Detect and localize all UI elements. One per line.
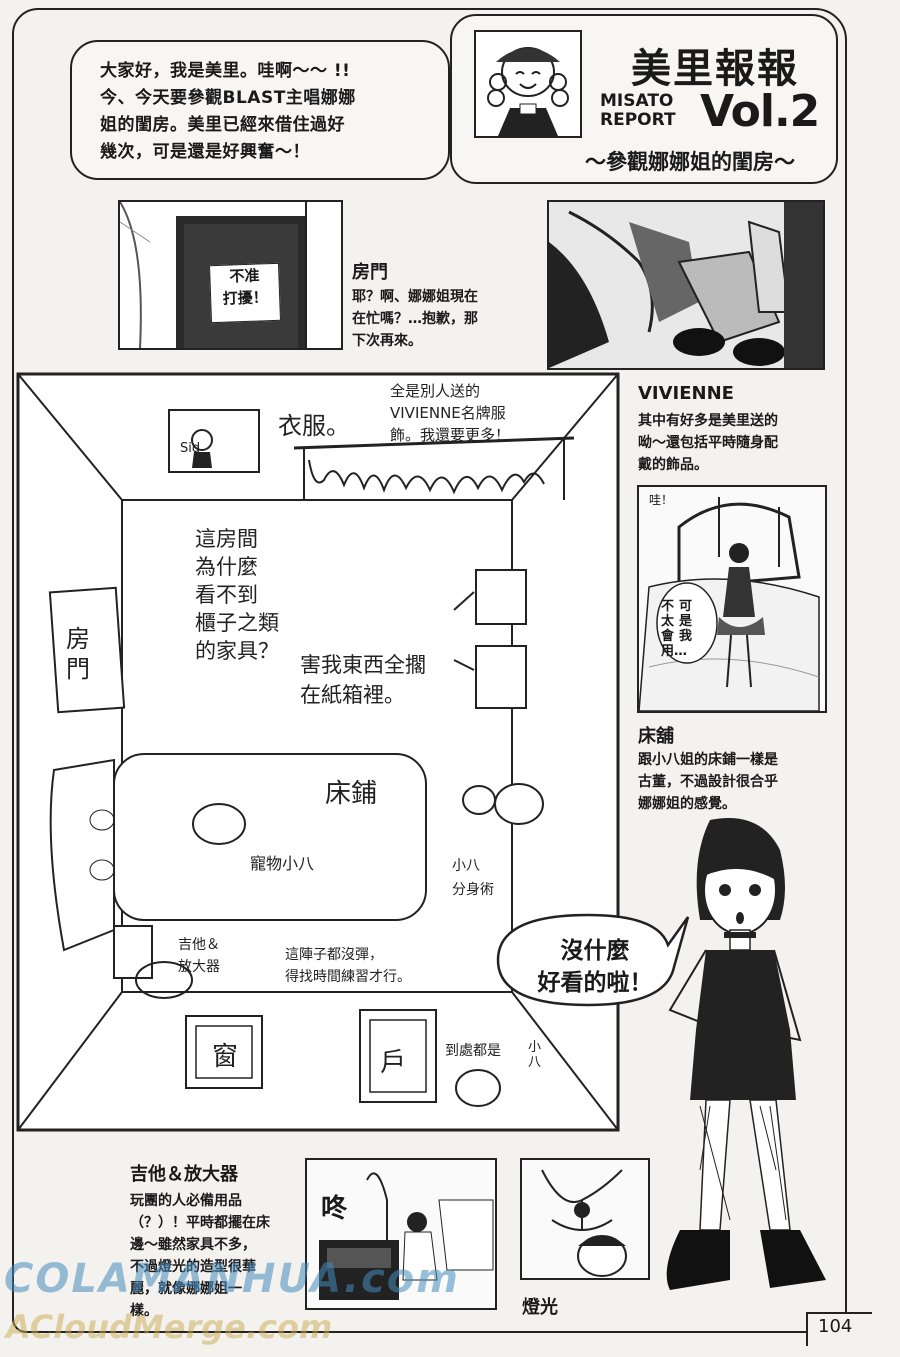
room-map bbox=[16, 372, 620, 1132]
watermark-acloudmerge: ACloudMerge.com bbox=[6, 1308, 333, 1346]
caption-line: 跟小八姐的床鋪一樣是 bbox=[638, 752, 778, 768]
intro-bubble bbox=[70, 40, 450, 180]
guitar-line: 放大器 bbox=[178, 959, 220, 975]
clone-line: 小八 bbox=[452, 858, 480, 874]
note-line: VIVIENNE名牌服 bbox=[390, 404, 506, 422]
page-frame bbox=[12, 8, 847, 1333]
page-number: 104 bbox=[818, 1316, 853, 1337]
do-not-disturb-sign: 不准 打擾！ bbox=[209, 262, 281, 324]
window-label: 窗 bbox=[212, 1042, 239, 1072]
door2-label: 戶 bbox=[380, 1048, 407, 1078]
caption-line: 呦～還包括平時隨身配 bbox=[638, 435, 778, 451]
question-line: 為什麼 bbox=[195, 555, 258, 579]
note-line: 全是別人送的 bbox=[390, 382, 481, 400]
boxes-line: 害我東西全擱 bbox=[300, 653, 426, 677]
bed-heading: 床舖 bbox=[638, 726, 674, 747]
note-line: 飾。我還要更多！ bbox=[390, 426, 511, 444]
bed-caption: 跟小八姐的床鋪一樣是 古董，不過設計很合乎 娜娜姐的感覺。 bbox=[638, 749, 838, 815]
misato-portrait bbox=[474, 30, 582, 138]
caption-line: 其中有好多是美里送的 bbox=[638, 413, 778, 429]
vivienne-heading: VIVIENNE bbox=[638, 383, 734, 404]
bubble-col: 可是我 bbox=[679, 599, 693, 644]
sign-line: 打擾！ bbox=[222, 288, 268, 308]
report-title-en: MISATO REPORT bbox=[600, 92, 710, 130]
everywhere-label: 到處都是 bbox=[445, 1043, 501, 1059]
door-caption: 耶？啊、娜娜姐現在 在忙嗎？…抱歉，那 下次再來。 bbox=[352, 286, 552, 352]
everywhere-label-2: 小八 bbox=[528, 1040, 542, 1070]
boxes-line: 在紙箱裡。 bbox=[300, 683, 405, 707]
guitar-heading: 吉他＆放大器 bbox=[130, 1164, 238, 1185]
door-char: 門 bbox=[66, 655, 90, 683]
caption-line: 麗，就像娜娜姐一 bbox=[130, 1281, 242, 1297]
sid-poster: Sid bbox=[180, 441, 201, 456]
no-furniture-question: 這房間 為什麼 看不到 櫃子之類 的家具？ bbox=[195, 525, 279, 665]
report-subtitle: ～參觀娜娜姐的閨房～ bbox=[585, 150, 795, 174]
boxes-note: 害我東西全擱 在紙箱裡。 bbox=[300, 650, 426, 710]
question-line: 櫃子之類 bbox=[195, 611, 279, 635]
practice-note: 這陣子都沒彈， 得找時間練習才行。 bbox=[285, 944, 411, 988]
sign-line: 不准 bbox=[229, 266, 260, 286]
report-title: 美里報報 bbox=[631, 46, 799, 92]
caption-line: 玩團的人必備用品 bbox=[130, 1193, 242, 1209]
nana-figure bbox=[666, 818, 826, 1290]
speech-line: 沒什麼 bbox=[560, 938, 630, 964]
clone-line: 分身術 bbox=[452, 882, 494, 898]
caption-line: 邊～雖然家具不多， bbox=[130, 1237, 256, 1253]
question-line: 這房間 bbox=[195, 527, 258, 551]
caption-line: 不過燈光的造型很華 bbox=[130, 1259, 256, 1275]
watermark-colamanhua: COLAMANHUA.com bbox=[4, 1256, 460, 1302]
speech-line: 好看的啦！ bbox=[537, 970, 653, 996]
guitar-panel: 咚 bbox=[305, 1158, 497, 1310]
caption-line: 在忙嗎？…抱歉，那 bbox=[352, 311, 478, 327]
title-en-line: REPORT bbox=[600, 110, 676, 130]
door-char: 房 bbox=[66, 625, 90, 653]
caption-line: 下次再來。 bbox=[352, 333, 422, 349]
caption-line: 戴的飾品。 bbox=[638, 457, 708, 473]
caption-line: 娜娜姐的感覺。 bbox=[638, 796, 736, 812]
title-en-line: MISATO bbox=[600, 91, 674, 111]
vivienne-clothes-panel bbox=[547, 200, 825, 370]
guitar-caption: 玩團的人必備用品 （？）！平時都擺在床 邊～雖然家具不多， 不過燈光的造型很華 … bbox=[130, 1190, 300, 1322]
door-heading: 房門 bbox=[352, 262, 388, 283]
door-panel: 不准 打擾！ bbox=[118, 200, 343, 350]
intro-text: 大家好，我是美里。哇啊～～ !! 今、今天要參觀BLAST主唱娜娜 姐的閨房。美… bbox=[100, 58, 430, 166]
nana-speech-bubble bbox=[496, 913, 690, 1007]
intro-line: 大家好，我是美里。哇啊～～ !! bbox=[100, 61, 351, 81]
caption-line: （？）！平時都擺在床 bbox=[130, 1215, 270, 1231]
map-door-label: 房 門 bbox=[66, 624, 90, 684]
practice-line: 這陣子都沒彈， bbox=[285, 947, 383, 963]
question-line: 看不到 bbox=[195, 583, 258, 607]
report-volume: Vol.2 bbox=[700, 86, 820, 137]
nana-speech-text: 沒什麼 好看的啦！ bbox=[515, 935, 675, 999]
question-line: 的家具？ bbox=[195, 639, 279, 663]
bubble-col: 不太會用… bbox=[661, 599, 688, 659]
clothes-label: 衣服。 bbox=[278, 412, 350, 440]
vivienne-note: 全是別人送的 VIVIENNE名牌服 飾。我還要更多！ bbox=[390, 380, 510, 446]
vivienne-caption: 其中有好多是美里送的 呦～還包括平時隨身配 戴的飾品。 bbox=[638, 410, 838, 476]
lamp-heading: 燈光 bbox=[522, 1297, 558, 1318]
sfx-thud: 咚 bbox=[321, 1194, 348, 1224]
caption-line: 樣。 bbox=[130, 1303, 158, 1319]
caption-line: 耶？啊、娜娜姐現在 bbox=[352, 289, 478, 305]
clone-label: 小八 分身術 bbox=[452, 854, 494, 902]
wow-text: 哇！ bbox=[649, 493, 674, 507]
bed-panel: 哇！ 不太會用… 可是我 bbox=[637, 485, 827, 713]
page-number-box bbox=[806, 1312, 872, 1346]
intro-line: 姐的閨房。美里已經來借住過好 bbox=[100, 115, 345, 135]
lamp-panel bbox=[520, 1158, 650, 1280]
intro-line: 幾次，可是還是好興奮～！ bbox=[100, 142, 310, 162]
intro-line: 今、今天要參觀BLAST主唱娜娜 bbox=[100, 88, 356, 108]
map-bed-label: 床鋪 bbox=[325, 779, 378, 809]
caption-line: 古董，不過設計很合乎 bbox=[638, 774, 778, 790]
pet-label: 寵物小八 bbox=[250, 854, 315, 873]
map-guitar-label: 吉他＆ 放大器 bbox=[178, 934, 220, 978]
guitar-line: 吉他＆ bbox=[178, 937, 220, 953]
practice-line: 得找時間練習才行。 bbox=[285, 969, 411, 985]
